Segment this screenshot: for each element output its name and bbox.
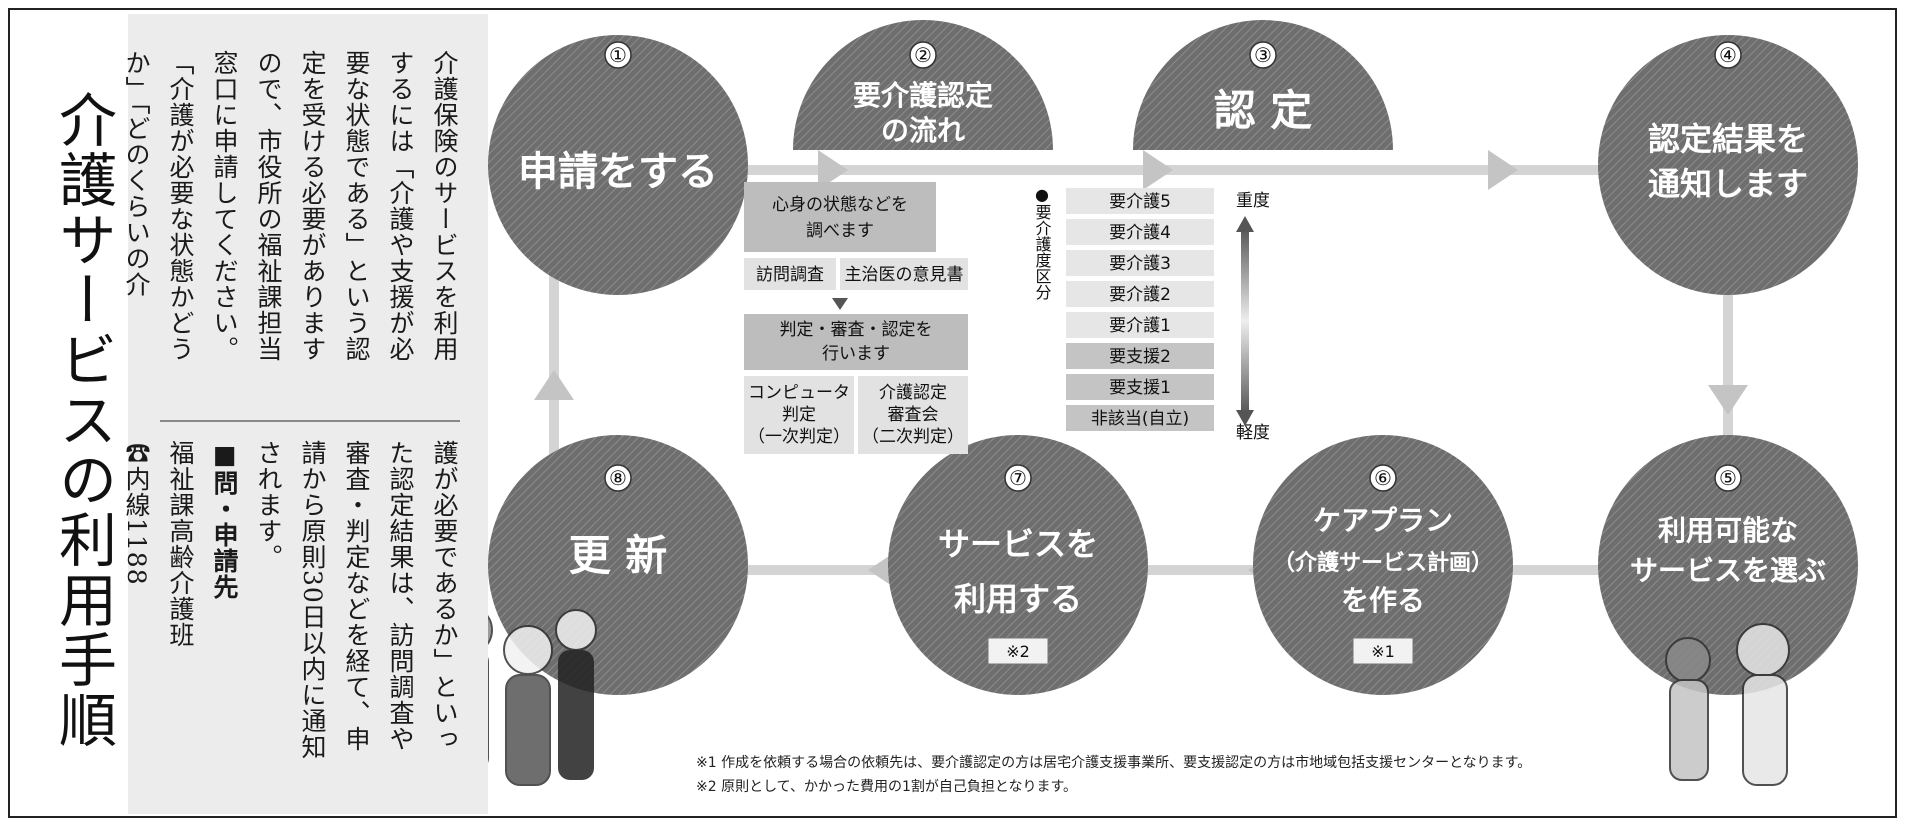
arrow-right-icon	[1488, 150, 1518, 190]
footnote-1: ※1 作成を依頼する場合の依頼先は、要介護認定の方は居宅介護支援事業所、要支援認…	[696, 755, 1532, 771]
care-level-row	[1066, 374, 1214, 400]
care-level-row	[1066, 188, 1214, 214]
step-4: ④ 認定結果を 通知します	[1598, 35, 1858, 295]
step-3-label: 認 定	[1214, 86, 1313, 135]
step-8: ⑧ 更 新	[488, 435, 748, 695]
step-1: ① 申請をする	[488, 35, 748, 295]
step-6-number: ⑥	[1374, 466, 1392, 490]
care-level-row	[1066, 219, 1214, 245]
arrow-up-icon	[534, 370, 574, 400]
step-2-label-2: の流れ	[881, 114, 965, 147]
intro-text-upper: 介護保険のサービスを利用するには「介護や支援が必要な状態である」という認定を受け…	[122, 50, 459, 362]
levels-side-label: ●要介護度区分	[1033, 185, 1052, 301]
care-level-row	[1066, 250, 1214, 276]
step-3-number: ③	[1254, 43, 1272, 67]
page-title: 介護サービスの利用手順	[49, 90, 117, 750]
care-level-label: 要介護4	[1109, 223, 1171, 243]
step-7-label-1: サービスを	[938, 525, 1098, 563]
step-7-label-2: 利用する	[954, 580, 1082, 618]
flow-box1-line2: 調べます	[806, 221, 874, 241]
care-level-label: 要介護5	[1109, 192, 1171, 212]
care-level-label: 要介護1	[1109, 316, 1171, 336]
care-level-row	[1066, 312, 1214, 338]
assessment-flow: 心身の状態などを 調べます 訪問調査 主治医の意見書 判定・審査・認定を 行いま…	[744, 182, 968, 454]
step-3: ③ 認 定	[1133, 20, 1393, 150]
flow-box1-line1: 心身の状態などを	[772, 195, 908, 215]
levels-bottom-label: 軽度	[1236, 423, 1270, 443]
flow-sub1-b: 主治医の意見書	[845, 265, 964, 285]
step-7-note: ※2	[1006, 642, 1030, 661]
intro-divider	[160, 420, 460, 422]
flow-sub2a-line3: （一次判定）	[748, 427, 850, 447]
contact-dept: 福祉課高齢介護班	[166, 440, 195, 648]
footnote-2: ※2 原則として、かかった費用の1割が自己負担となります。	[696, 779, 1078, 795]
flow-sub2a-line1: コンピュータ	[748, 383, 850, 403]
arrow-up-icon	[1236, 216, 1254, 232]
care-level-row	[1066, 405, 1214, 431]
arrow-down-icon	[1236, 410, 1254, 426]
step-4-number: ④	[1719, 43, 1737, 67]
intro-panel	[128, 14, 488, 814]
flow-sub1-a: 訪問調査	[756, 265, 824, 285]
care-level-label: 要介護2	[1109, 285, 1171, 305]
flow-sub2a-line2: 判定	[782, 405, 816, 425]
care-levels: ●要介護度区分 要介護5 要介護4 要介護3 要介護2 要介護1 要支援2 要支援1 非該当(…	[1033, 185, 1271, 443]
step-8-label: 更 新	[569, 531, 668, 580]
arrow-right-icon	[818, 150, 848, 190]
triangle-down-icon	[832, 298, 848, 310]
step-5: ⑤ 利用可能な サービスを選ぶ	[1598, 435, 1858, 695]
step-5-label-2: サービスを選ぶ	[1630, 554, 1826, 587]
arrow-down-icon	[1708, 385, 1748, 415]
flow-box2-line1: 判定・審査・認定を	[780, 320, 933, 340]
family-illustration	[488, 609, 597, 786]
step-6-label-1: ケアプラン	[1313, 504, 1453, 537]
contact-tel: ☎内線1188	[122, 440, 151, 586]
step-7-number: ⑦	[1009, 466, 1027, 490]
step-6-note: ※1	[1371, 642, 1395, 661]
step-1-label: 申請をする	[518, 149, 718, 195]
arrow-right-icon	[1143, 150, 1173, 190]
care-level-label: 要支援1	[1109, 378, 1171, 398]
step-1-number: ①	[609, 43, 627, 67]
care-level-label: 非該当(自立)	[1091, 409, 1189, 429]
step-6: ⑥ ケアプラン （介護サービス計画） を作る ※1	[1253, 435, 1513, 695]
flow-box2-line2: 行います	[822, 344, 890, 364]
contact-heading: ■問・申請先	[210, 440, 239, 600]
step-8-number: ⑧	[609, 466, 627, 490]
flow-sub2b-line3: （二次判定）	[862, 427, 964, 447]
arrows-top	[818, 150, 1518, 190]
intro-text-lower: 護が必要であるか」といった認定結果は、訪問調査や審査・判定などを経て、申請から原…	[122, 440, 466, 770]
step-4-label-1: 認定結果を	[1648, 120, 1808, 158]
step-2-label-1: 要介護認定	[853, 79, 993, 112]
step-6-label-3: を作る	[1341, 584, 1425, 617]
outer-frame	[8, 8, 1897, 818]
flow-diagram: ① 申請をする ② 要介護認定 の流れ ③ 認 定 ④ 認定結果を 通知します …	[488, 20, 1858, 786]
intro-text-lower-body: 護が必要であるか」といった認定結果は、訪問調査や審査・判定などを経て、申請から原…	[254, 440, 459, 760]
care-level-row	[1066, 281, 1214, 307]
step-5-number: ⑤	[1719, 466, 1737, 490]
severity-bar	[1241, 228, 1249, 414]
care-level-row	[1066, 343, 1214, 369]
step-5-label-1: 利用可能な	[1658, 514, 1798, 547]
care-level-label: 要介護3	[1109, 254, 1171, 274]
step-7: ⑦ サービスを 利用する ※2	[888, 435, 1148, 695]
flow-sub2b-line1: 介護認定	[879, 383, 947, 403]
levels-top-label: 重度	[1236, 191, 1270, 211]
step-4-label-2: 通知します	[1648, 165, 1808, 203]
step-2-number: ②	[914, 43, 932, 67]
caregiver-illustration	[1665, 623, 1790, 786]
step-2: ② 要介護認定 の流れ	[793, 20, 1053, 150]
step-6-label-2: （介護サービス計画）	[1273, 550, 1493, 576]
care-level-label: 要支援2	[1109, 347, 1171, 367]
flow-sub2b-line2: 審査会	[888, 405, 939, 425]
